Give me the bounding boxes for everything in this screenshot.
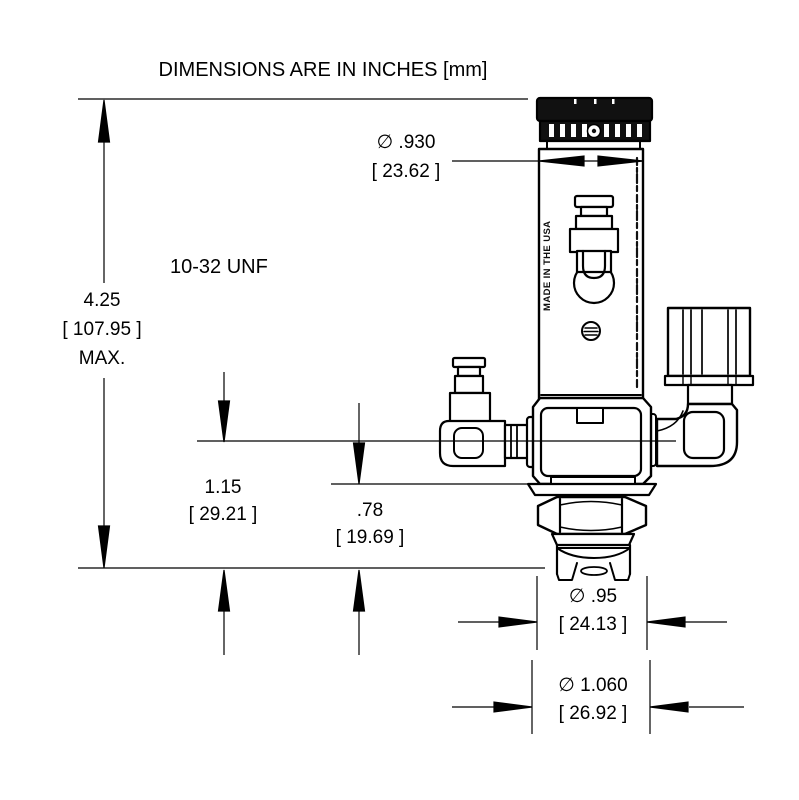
valve-cap: [535, 96, 654, 143]
inlet-mm: [ 29.21 ]: [188, 504, 258, 525]
hex-nut: [536, 495, 648, 536]
right-elbow-fitting: [655, 306, 755, 468]
body-marking-text: MADE IN THE USA: [542, 220, 553, 312]
drawing-title: DIMENSIONS ARE IN INCHES [mm]: [158, 59, 488, 81]
cap-dia-mm: [ 23.62 ]: [371, 161, 441, 182]
thread-spec-label: 10-32 UNF: [170, 256, 268, 278]
knurled-nut: [666, 306, 752, 378]
front-push-fitting: [568, 194, 620, 305]
inlet-inches: 1.15: [204, 477, 242, 498]
dim-label-inlet-center: 1.15 [ 29.21 ]: [162, 474, 284, 528]
dim-nut-diameter: [458, 576, 727, 650]
nut-dia-mm: [ 24.13 ]: [558, 614, 628, 635]
dim-overall-height: [97, 99, 111, 569]
overall-inches: 4.25: [83, 290, 121, 311]
retainer-dia-mm: [ 26.92 ]: [558, 703, 628, 724]
nozzle-assembly: [526, 476, 658, 581]
dim-inlet-center: [217, 372, 231, 655]
dim-label-overall-height: 4.25 [ 107.95 ] MAX.: [38, 286, 166, 373]
dim-label-nut-diameter: ∅ .95 [ 24.13 ]: [533, 583, 653, 639]
nut-dia-inches: ∅ .95: [568, 586, 618, 607]
outlet-inches: .78: [356, 500, 384, 521]
retainer-dia-inches: ∅ 1.060: [558, 675, 628, 696]
dim-label-cap-diameter: ∅ .930 [ 23.62 ]: [346, 128, 466, 186]
cap-dia-inches: ∅ .930: [376, 132, 436, 153]
outlet-mm: [ 19.69 ]: [335, 527, 405, 548]
vent-screw: [581, 321, 601, 341]
dim-outlet-face: [331, 403, 528, 655]
nozzle-tip: [555, 543, 632, 581]
dim-label-outlet-face: .78 [ 19.69 ]: [310, 497, 430, 551]
overall-mm: [ 107.95 ]: [62, 319, 142, 340]
valve-body: [537, 140, 645, 402]
dim-label-retainer-diameter: ∅ 1.060 [ 26.92 ]: [532, 672, 654, 728]
dim-retainer-diameter: [452, 660, 744, 734]
dim-cap-diameter: [452, 155, 644, 167]
overall-note: MAX.: [78, 348, 126, 369]
left-elbow-fitting: [438, 356, 539, 469]
